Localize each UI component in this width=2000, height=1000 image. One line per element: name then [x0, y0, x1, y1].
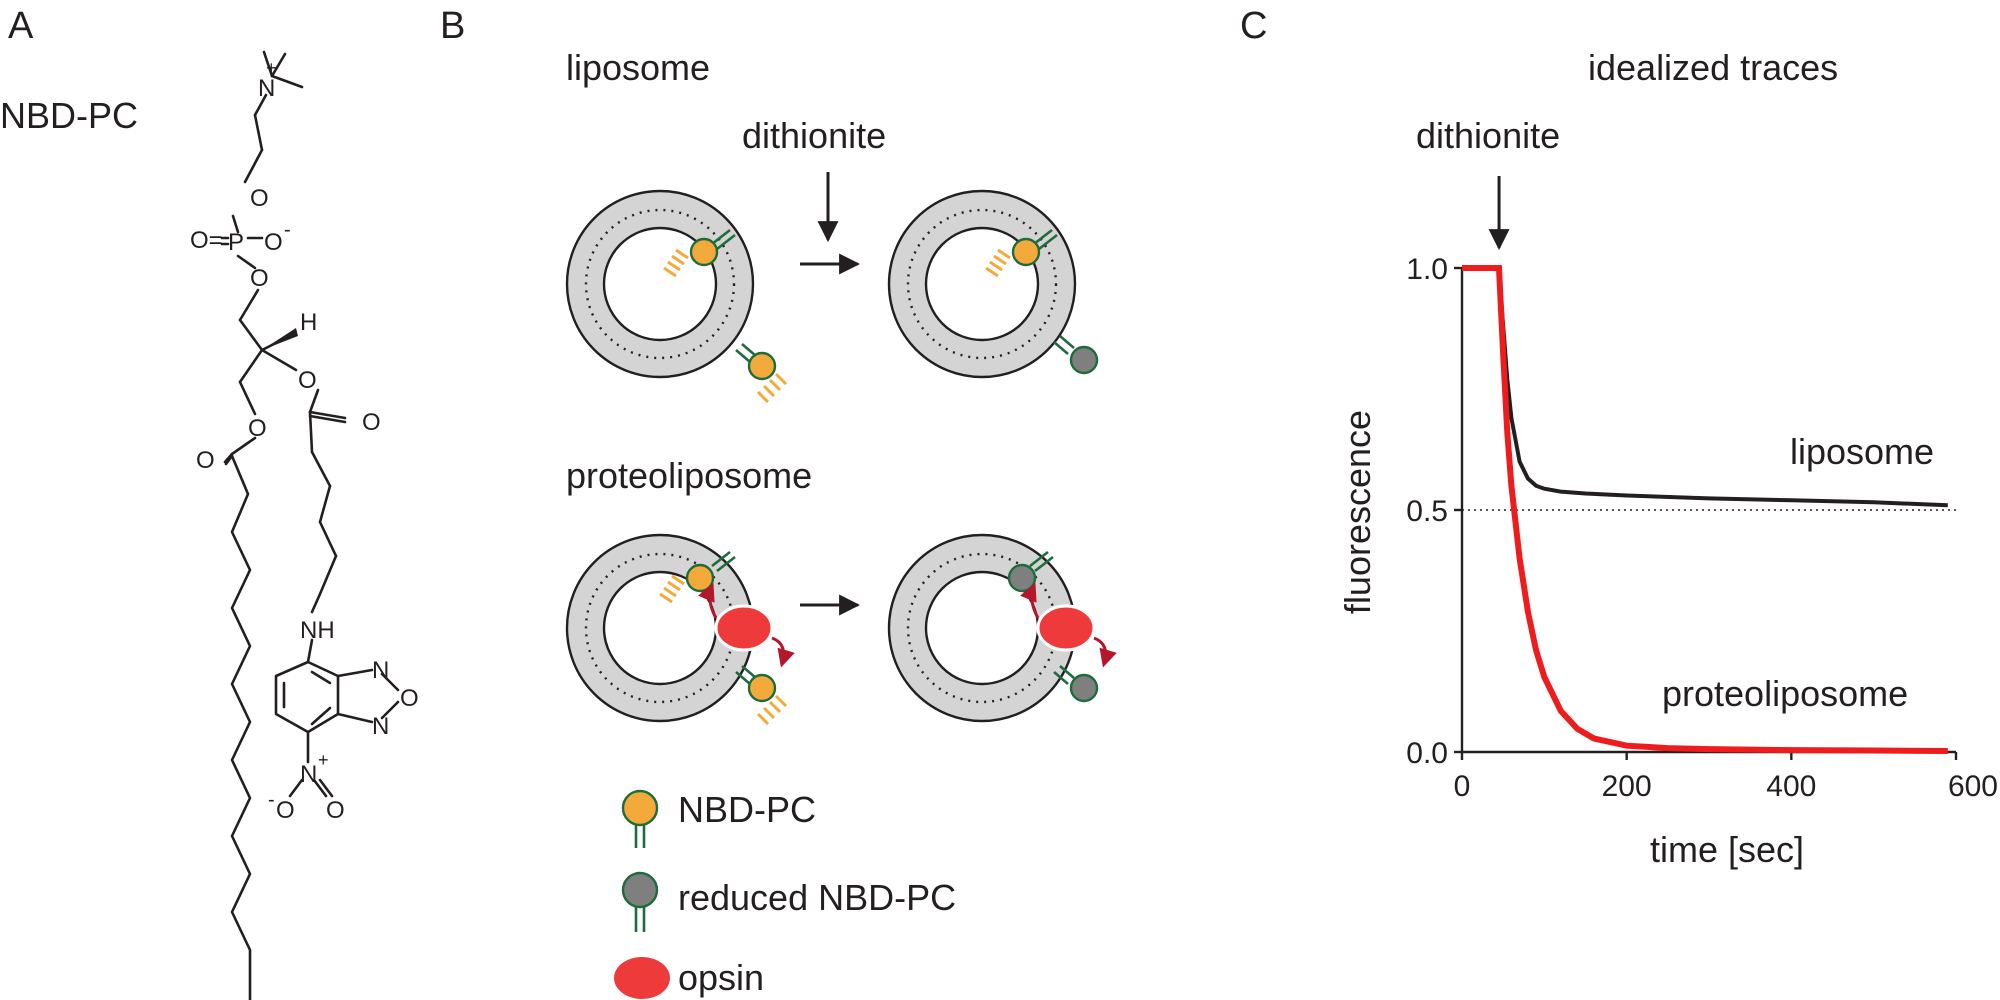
x-tick-label: 600: [1948, 770, 1998, 803]
panel-b: B liposome dithionite proteoliposome: [440, 5, 1117, 999]
atom-o-carbonyl-1: O: [196, 447, 215, 474]
panel-b-letter: B: [440, 5, 465, 47]
atom-o-carbonyl-2: O: [362, 409, 381, 436]
probe-inner-nbd-1: [663, 228, 736, 278]
nbd-pc-structure: [220, 50, 400, 1000]
atom-n-ring-2: N: [372, 713, 389, 740]
x-tick-label: 200: [1602, 770, 1652, 803]
y-tick-label: 0.5: [1406, 495, 1448, 528]
atom-o-nitro-2: O: [326, 797, 345, 824]
vesicle-liposome-after: [887, 189, 1077, 379]
series-label-liposome: liposome: [1790, 431, 1934, 472]
atom-n-nitro: N: [300, 761, 317, 788]
proteoliposome-row-label: proteoliposome: [566, 455, 812, 496]
atom-nh: NH: [300, 617, 335, 644]
panel-c: C idealized traces dithionite 0.0 0.5 1.0 …: [1240, 5, 1998, 870]
trace-proteoliposome: [1462, 265, 1948, 754]
atom-phosphorus: P: [228, 229, 244, 256]
atom-o-minus: O: [264, 229, 283, 256]
atom-o-ester-3: O: [298, 367, 317, 394]
opsin-protein-1: [698, 582, 795, 668]
probe-outer-reduced-1: [1053, 335, 1099, 375]
fluorescence-chart: 0.0 0.5 1.0 0 200 400 600 liposome proteolipo…: [1337, 253, 1998, 870]
atom-o-double: O=: [190, 227, 223, 254]
legend-b: NBD-PC reduced NBD-PC opsin: [614, 789, 956, 999]
liposome-row-label: liposome: [566, 47, 710, 88]
atom-o-ring: O: [400, 685, 419, 712]
nbd-pc-atom-labels: N + O O= P O - O H O O O O NH N O N N + …: [190, 58, 419, 824]
legend-item-opsin: opsin: [614, 957, 764, 999]
atom-nitro-charge: +: [318, 750, 329, 770]
atom-n-ring-1: N: [372, 657, 389, 684]
atom-n-plus: N: [258, 75, 275, 102]
x-tick-label: 400: [1766, 770, 1816, 803]
atom-o-ester-4: O: [248, 415, 267, 442]
probe-outer-reduced-2: [1053, 665, 1099, 703]
x-axis-label: time [sec]: [1650, 829, 1804, 870]
dithionite-label-c: dithionite: [1416, 115, 1560, 156]
atom-o-nitro-1: O: [276, 797, 295, 824]
atom-o-nitro-charge: -: [268, 789, 275, 811]
legend-label-nbd-pc: NBD-PC: [678, 789, 816, 830]
panel-c-letter: C: [1240, 5, 1267, 47]
y-axis-label: fluorescence: [1337, 410, 1378, 614]
probe-outer-nbd-1: [735, 343, 788, 404]
panel-a-letter: A: [8, 5, 34, 47]
vesicle-liposome-before: [565, 189, 755, 379]
y-tick-label: 1.0: [1406, 253, 1448, 286]
legend-item-nbd-pc: NBD-PC: [621, 789, 816, 848]
nbd-pc-swatch-icon: [621, 789, 659, 827]
vesicle-proteoliposome-after: [887, 533, 1077, 723]
atom-o-ester-1: O: [250, 185, 269, 212]
legend-label-reduced-nbd-pc: reduced NBD-PC: [678, 877, 956, 918]
opsin-swatch-icon: [614, 957, 670, 999]
chart-title: idealized traces: [1588, 47, 1838, 88]
probe-outer-nbd-2: [735, 665, 788, 726]
panel-a: A NBD-PC: [0, 5, 419, 1000]
x-tick-label: 0: [1454, 770, 1471, 803]
y-tick-label: 0.0: [1406, 737, 1448, 770]
series-label-proteoliposome: proteoliposome: [1662, 673, 1908, 714]
probe-inner-nbd-2: [985, 228, 1058, 278]
dithionite-label-b: dithionite: [742, 115, 886, 156]
y-ticks: 0.0 0.5 1.0: [1406, 253, 1462, 770]
x-ticks: 0 200 400 600: [1454, 752, 1998, 803]
legend-item-reduced-nbd-pc: reduced NBD-PC: [621, 871, 956, 932]
atom-o-charge: -: [284, 219, 291, 241]
legend-label-opsin: opsin: [678, 957, 764, 998]
atom-n-charge: +: [266, 58, 277, 78]
opsin-protein-2: [1020, 582, 1117, 668]
reduced-nbd-pc-swatch-icon: [621, 871, 659, 909]
atom-o-ester-2: O: [250, 265, 269, 292]
molecule-name: NBD-PC: [0, 95, 138, 136]
atom-hydrogen: H: [300, 309, 317, 336]
